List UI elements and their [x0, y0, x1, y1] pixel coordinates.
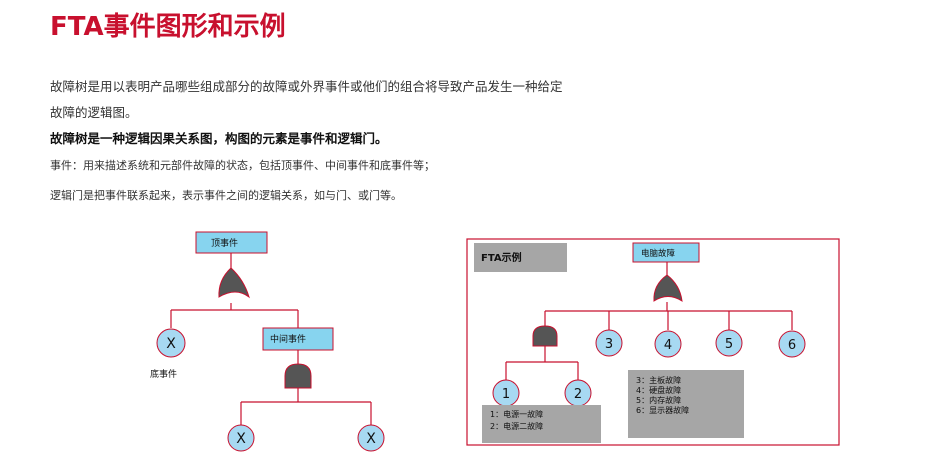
example-label-box — [474, 243, 567, 272]
and-gate-icon — [532, 325, 558, 347]
legend-components-item: 5：内存故障 — [636, 395, 681, 405]
description-line-2: 故障的逻辑图。 — [50, 105, 138, 120]
bottom-event-label: 底事件 — [150, 368, 177, 380]
description-line-5: 逻辑门是把事件联系起来，表示事件之间的逻辑关系，如与门、或门等。 — [50, 189, 402, 202]
legend-power-item: 1：电源一故障 — [490, 409, 543, 419]
example-top-event-label: 电脑故障 — [641, 248, 676, 259]
middle-event-box — [262, 327, 334, 351]
fta-example-panel: FTA示例 电脑故障 3 4 — [466, 238, 840, 446]
page-title: FTA事件图形和示例 — [50, 12, 286, 42]
top-event-box — [195, 231, 268, 254]
event-circle-2: 2 — [564, 379, 592, 407]
or-gate-icon — [218, 267, 250, 299]
legend-components-item: 3：主板故障 — [636, 375, 681, 385]
event-circle-4: 4 — [654, 330, 682, 358]
or-gate-icon — [653, 274, 683, 302]
basic-event-symbol: X — [236, 431, 246, 447]
example-label: FTA示例 — [481, 251, 522, 264]
basic-event-symbol: X — [366, 431, 376, 447]
left-fault-tree: 顶事件 X 底事件 中间事件 X X — [150, 231, 385, 452]
event-circle-6: 6 — [778, 330, 806, 358]
event-number: 1 — [502, 387, 510, 402]
event-circle-3: 3 — [595, 329, 623, 357]
legend-power-box — [482, 405, 601, 443]
basic-event-circle — [227, 424, 255, 452]
event-number: 6 — [788, 338, 796, 353]
example-top-event-box — [632, 242, 700, 263]
basic-event-symbol: X — [166, 336, 176, 352]
example-tree-lines — [505, 262, 793, 380]
event-number: 5 — [725, 337, 733, 352]
description-line-3: 故障树是一种逻辑因果关系图，构图的元素是事件和逻辑门。 — [50, 131, 388, 146]
description-line-4: 事件：用来描述系统和元部件故障的状态，包括顶事件、中间事件和底事件等； — [50, 159, 435, 172]
basic-event-circle — [156, 328, 186, 358]
event-circle-1: 1 — [492, 379, 520, 407]
legend-power-item: 2：电源二故障 — [490, 421, 543, 431]
event-number: 3 — [605, 337, 613, 352]
legend-components-item: 6：显示器故障 — [636, 405, 689, 415]
description-line-1: 故障树是用以表明产品哪些组成部分的故障或外界事件或他们的组合将导致产品发生一种给… — [50, 79, 563, 94]
event-number: 2 — [574, 387, 582, 402]
event-circle-5: 5 — [715, 329, 743, 357]
left-tree-lines — [170, 253, 372, 425]
event-number: 4 — [664, 338, 672, 353]
legend-components-item: 4：硬盘故障 — [636, 385, 681, 395]
middle-event-label: 中间事件 — [270, 333, 306, 345]
top-event-label: 顶事件 — [211, 237, 238, 249]
and-gate-icon — [284, 363, 312, 389]
legend-components-box — [628, 370, 744, 438]
basic-event-circle — [357, 424, 385, 452]
